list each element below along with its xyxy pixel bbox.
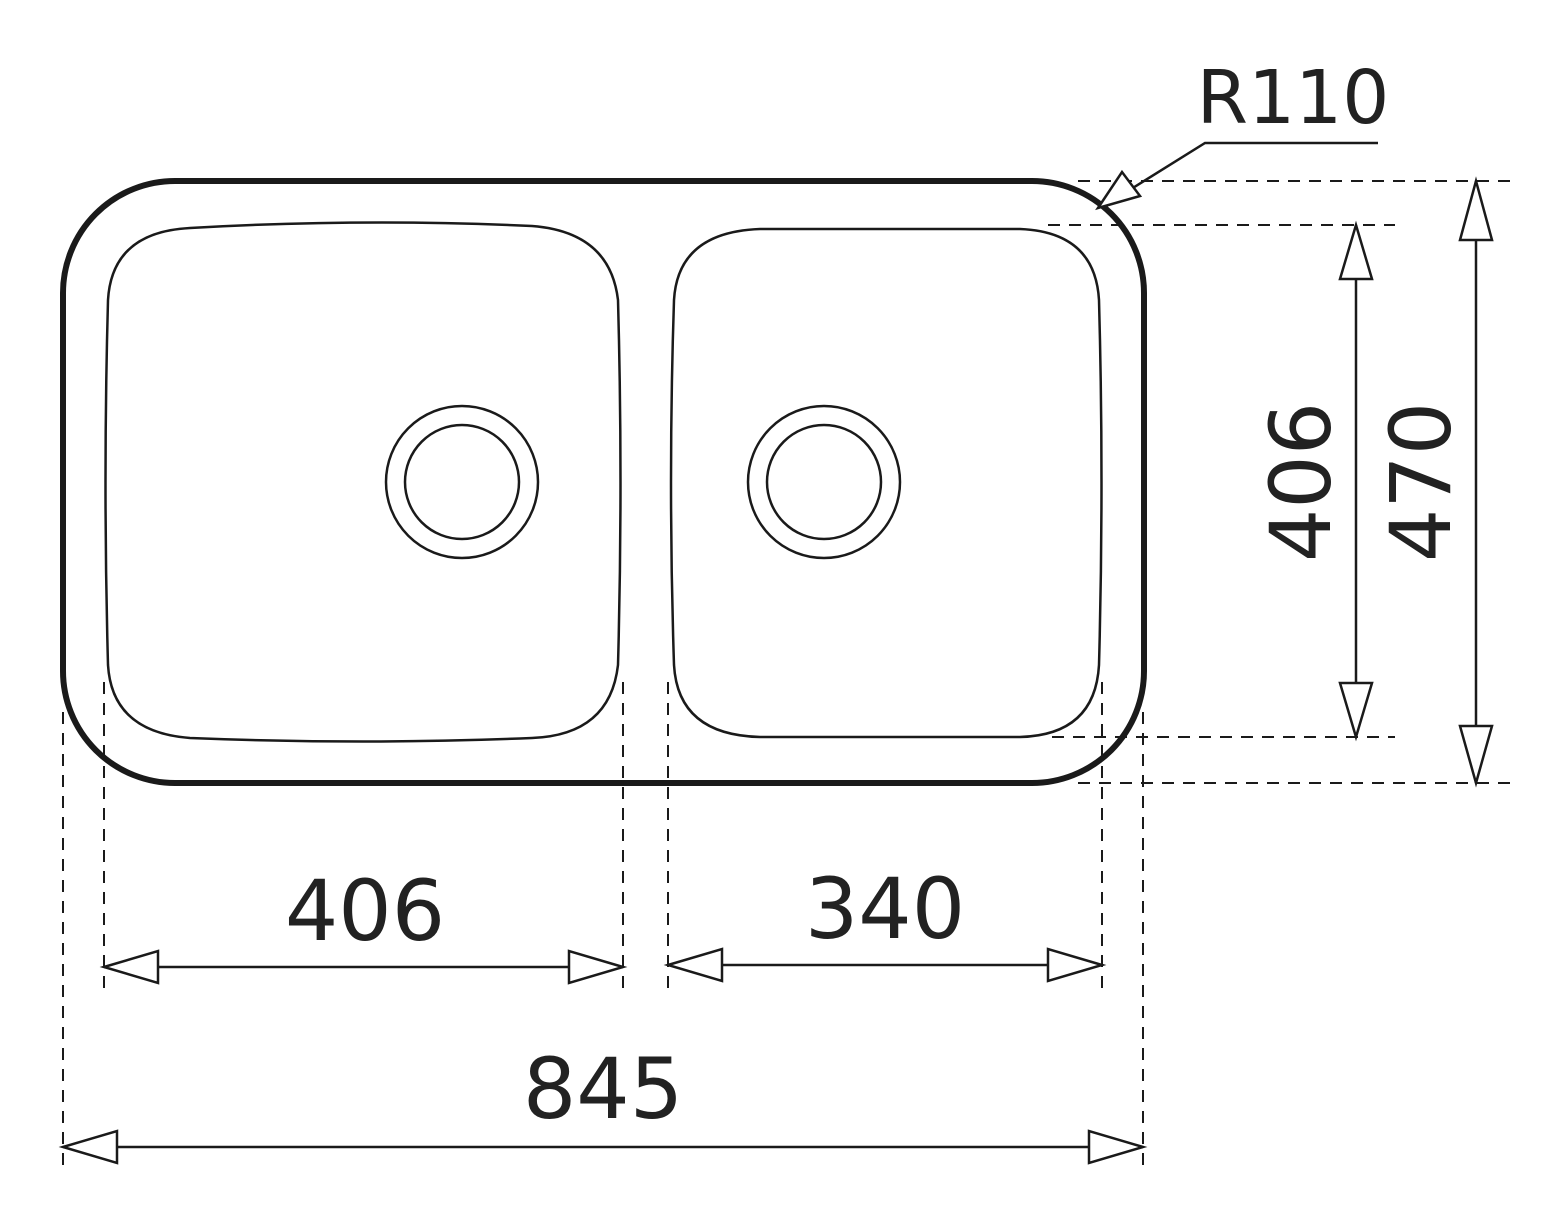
arrowhead-top: [1338, 220, 1374, 281]
arrowhead-left: [99, 949, 160, 985]
dimension-bowl-depth: 406: [1252, 220, 1374, 742]
right-bowl-width-label: 340: [805, 860, 965, 958]
dimension-overall-width: 845: [58, 1040, 1148, 1165]
arrowhead-left: [663, 947, 724, 983]
left-drain-inner: [403, 423, 521, 541]
extension-lines: [62, 180, 1515, 1172]
overall-depth-label: 470: [1372, 402, 1470, 562]
right-bowl-outline: [669, 227, 1103, 739]
arrowhead-right: [1046, 947, 1107, 983]
arrowhead-bottom: [1458, 724, 1494, 788]
arrowhead-radius: [1095, 169, 1143, 211]
dimension-right-bowl-width: 340: [663, 860, 1107, 983]
dimension-left-bowl-width: 406: [99, 862, 628, 985]
left-bowl-width-label: 406: [285, 862, 445, 960]
arrowhead-left: [58, 1129, 119, 1165]
dimension-overall-depth: 470: [1372, 176, 1494, 788]
corner-radius-label: R110: [1197, 55, 1390, 141]
right-drain-inner: [765, 423, 883, 541]
arrowhead-bottom: [1338, 681, 1374, 742]
arrowhead-top: [1458, 176, 1494, 242]
right-drain-outer: [746, 404, 902, 560]
overall-width-label: 845: [523, 1040, 683, 1138]
left-drain-outer: [384, 404, 540, 560]
dimension-corner-radius: R110: [1095, 55, 1390, 211]
arrowhead-right: [1087, 1129, 1148, 1165]
arrowhead-right: [567, 949, 628, 985]
left-bowl-outline: [104, 221, 622, 743]
bowl-depth-label: 406: [1252, 402, 1350, 562]
sink-outer-outline: [60, 178, 1147, 786]
